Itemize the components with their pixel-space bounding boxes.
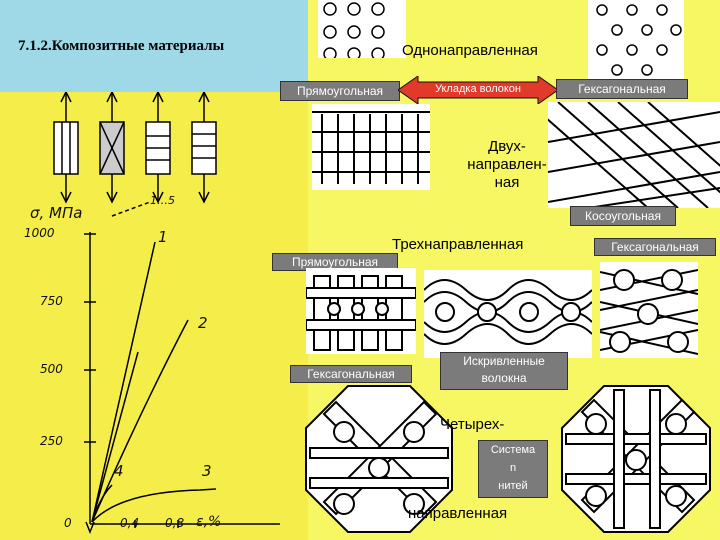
- bidirectional-label-line-3: ная: [494, 174, 520, 191]
- y-tick-500: 500: [40, 362, 63, 376]
- curve-label-2: 2: [198, 314, 208, 332]
- system-n-label-line-1: Система: [490, 444, 536, 456]
- bidirectional-oblique-panel: [548, 102, 720, 208]
- system-n-label-line-3: нитей: [498, 480, 528, 492]
- system-n-label-line-2: n: [509, 462, 517, 474]
- unidirectional-rect-panel: [318, 0, 406, 58]
- four-directional-label-b: направленная: [408, 505, 508, 522]
- tridirectional-label: Трехнаправленная: [392, 236, 524, 253]
- bidirectional-label-line-1: Двух-: [488, 138, 526, 155]
- page-title: 7.1.2.Композитные материалы: [18, 38, 225, 54]
- y-tick-250: 250: [40, 434, 63, 448]
- curved-fibers-label-line-2: волокна: [481, 371, 527, 385]
- samples-label: 1…5: [150, 194, 175, 207]
- four-dir-octagon-right: [561, 385, 711, 533]
- x-axis-label: ε,%: [196, 514, 222, 530]
- bidirectional-rect-panel: [312, 104, 430, 190]
- curved-fibers-panel: [424, 270, 592, 358]
- unidirectional-hex-panel: [588, 0, 684, 80]
- curved-fibers-label-line-1: Искривленные: [463, 354, 545, 368]
- stress-strain-figure: [53, 92, 280, 535]
- y-tick-0: 0: [64, 516, 72, 530]
- y-tick-750: 750: [40, 294, 63, 308]
- tridirectional-rect-panel: [306, 268, 416, 354]
- four-directional-label-a: Четырех-: [440, 416, 505, 433]
- hex-label-3: Гексагональная: [290, 365, 412, 383]
- system-n-label: Система n нитей: [478, 440, 548, 498]
- title-panel: [0, 0, 308, 92]
- hex-label-2: Гексагональная: [594, 238, 716, 256]
- x-tick-04: 0,4: [120, 516, 140, 530]
- curved-fibers-label: Искривленные волокна: [440, 352, 568, 390]
- curve-label-3: 3: [202, 462, 212, 480]
- fiber-layout-label: Укладка волокон: [435, 83, 521, 95]
- x-tick-08: 0,8: [165, 516, 185, 530]
- hex-label-1: Гексагональная: [556, 79, 688, 99]
- fiber-layout-arrow: [398, 76, 558, 104]
- y-tick-1000: 1000: [24, 226, 55, 240]
- curve-label-4: 4: [114, 462, 124, 480]
- bidirectional-label-line-2: направлен-: [467, 156, 547, 173]
- four-dir-octagon-left: [305, 385, 453, 533]
- bidirectional-label: Двух- направлен- ная: [462, 138, 552, 192]
- oblique-label: Косоугольная: [570, 206, 676, 226]
- curve-label-1: 1: [158, 228, 168, 246]
- rect-label-1: Прямоугольная: [280, 81, 400, 101]
- y-axis-label: σ, МПа: [30, 204, 83, 222]
- unidirectional-label: Однонаправленная: [402, 42, 538, 59]
- tridirectional-hex-panel: [600, 262, 698, 358]
